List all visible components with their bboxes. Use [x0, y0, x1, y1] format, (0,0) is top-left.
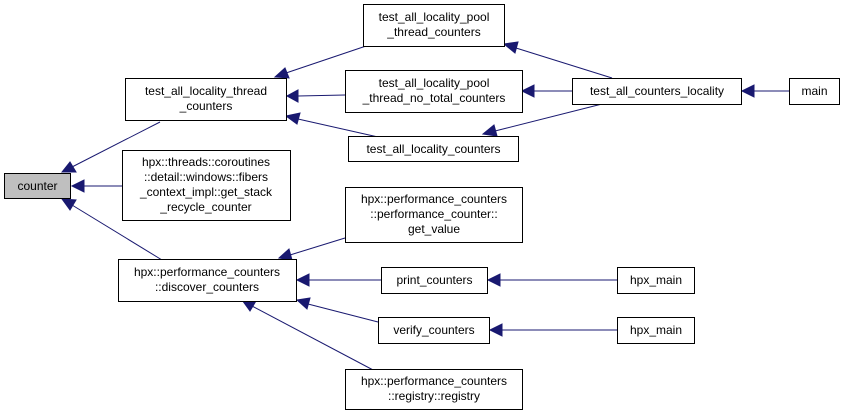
- node-main-label-0: main: [801, 84, 827, 98]
- edge-hpx-main-2-to-verify: [488, 323, 617, 337]
- node-get-value-label-0: hpx::performance_counters: [361, 192, 507, 206]
- edge-hpx-main-1-to-print: [486, 273, 617, 287]
- node-pool-no-total-label-1: _thread_no_total_counters: [362, 91, 506, 105]
- edge-counters-locality-to-pool-no-total: [520, 84, 572, 98]
- edge-fibers-to-counter: [70, 179, 122, 193]
- node-pool-no-total-label-0: test_all_locality_pool: [379, 76, 490, 90]
- node-print-counters[interactable]: print_counters: [381, 267, 488, 294]
- node-counter[interactable]: counter: [4, 173, 71, 199]
- node-get-value-label-1: ::performance_counter::: [370, 207, 497, 221]
- edge-print-to-discover: [295, 273, 381, 287]
- node-all-locality-label-0: test_all_locality_counters: [366, 142, 500, 156]
- node-test-all-locality-pool-thread-counters[interactable]: test_all_locality_pool _thread_counters: [363, 4, 505, 47]
- node-fibers-label-3: _recycle_counter: [159, 200, 251, 214]
- node-get-value-label-2: get_value: [408, 222, 460, 236]
- edge-pool-no-total-to-thread-counters: [285, 89, 346, 103]
- edge-discover-to-counter: [60, 198, 163, 261]
- edge-pool-thread-to-thread-counters: [273, 43, 373, 79]
- node-performance-counter-get-value[interactable]: hpx::performance_counters ::performance_…: [345, 187, 523, 243]
- node-pool-thread-label-0: test_all_locality_pool: [379, 10, 490, 24]
- node-fibers-label-0: hpx::threads::coroutines: [142, 155, 270, 169]
- node-test-all-locality-pool-thread-no-total-counters[interactable]: test_all_locality_pool _thread_no_total_…: [345, 70, 523, 113]
- edge-all-locality-to-thread-counters: [284, 112, 379, 138]
- node-registry-registry[interactable]: hpx::performance_counters ::registry::re…: [345, 369, 523, 410]
- edge-verify-to-discover: [295, 297, 379, 323]
- node-hpx-main-2-label-0: hpx_main: [630, 323, 682, 337]
- node-discover-label-0: hpx::performance_counters: [134, 265, 280, 279]
- node-print-label-0: print_counters: [396, 273, 472, 287]
- node-test-all-counters-locality[interactable]: test_all_counters_locality: [572, 78, 742, 105]
- edge-thread-counters-to-counter: [60, 121, 161, 173]
- edge-registry-to-discover: [240, 299, 376, 372]
- node-main[interactable]: main: [789, 78, 840, 105]
- node-hpx-main-print[interactable]: hpx_main: [617, 267, 695, 294]
- node-registry-label-1: ::registry::registry: [388, 389, 480, 403]
- node-fibers-get-stack-recycle-counter[interactable]: hpx::threads::coroutines ::detail::windo…: [122, 150, 291, 221]
- node-verify-label-0: verify_counters: [393, 323, 474, 337]
- node-hpx-main-verify[interactable]: hpx_main: [617, 317, 695, 344]
- node-verify-counters[interactable]: verify_counters: [378, 317, 490, 344]
- node-counters-locality-label-0: test_all_counters_locality: [590, 84, 724, 98]
- node-thread-counters-label-1: _counters: [179, 99, 233, 113]
- node-counter-label-0: counter: [17, 179, 57, 193]
- edge-main-to-counters-locality: [740, 84, 789, 98]
- edge-counters-locality-to-pool-thread: [502, 41, 613, 79]
- node-thread-counters-label-0: test_all_locality_thread: [145, 84, 267, 98]
- node-fibers-label-2: _context_impl::get_stack: [139, 185, 273, 199]
- node-registry-label-0: hpx::performance_counters: [361, 374, 507, 388]
- node-test-all-locality-counters[interactable]: test_all_locality_counters: [348, 136, 519, 162]
- node-pool-thread-label-1: _thread_counters: [386, 25, 480, 39]
- edge-counters-locality-to-all-locality: [481, 103, 603, 137]
- node-discover-label-1: ::discover_counters: [155, 280, 259, 294]
- node-fibers-label-1: ::detail::windows::fibers: [144, 170, 268, 184]
- node-hpx-main-1-label-0: hpx_main: [630, 273, 682, 287]
- node-test-all-locality-thread-counters[interactable]: test_all_locality_thread _counters: [125, 78, 287, 121]
- node-discover-counters[interactable]: hpx::performance_counters ::discover_cou…: [118, 259, 297, 302]
- edge-get-value-to-discover: [277, 237, 346, 261]
